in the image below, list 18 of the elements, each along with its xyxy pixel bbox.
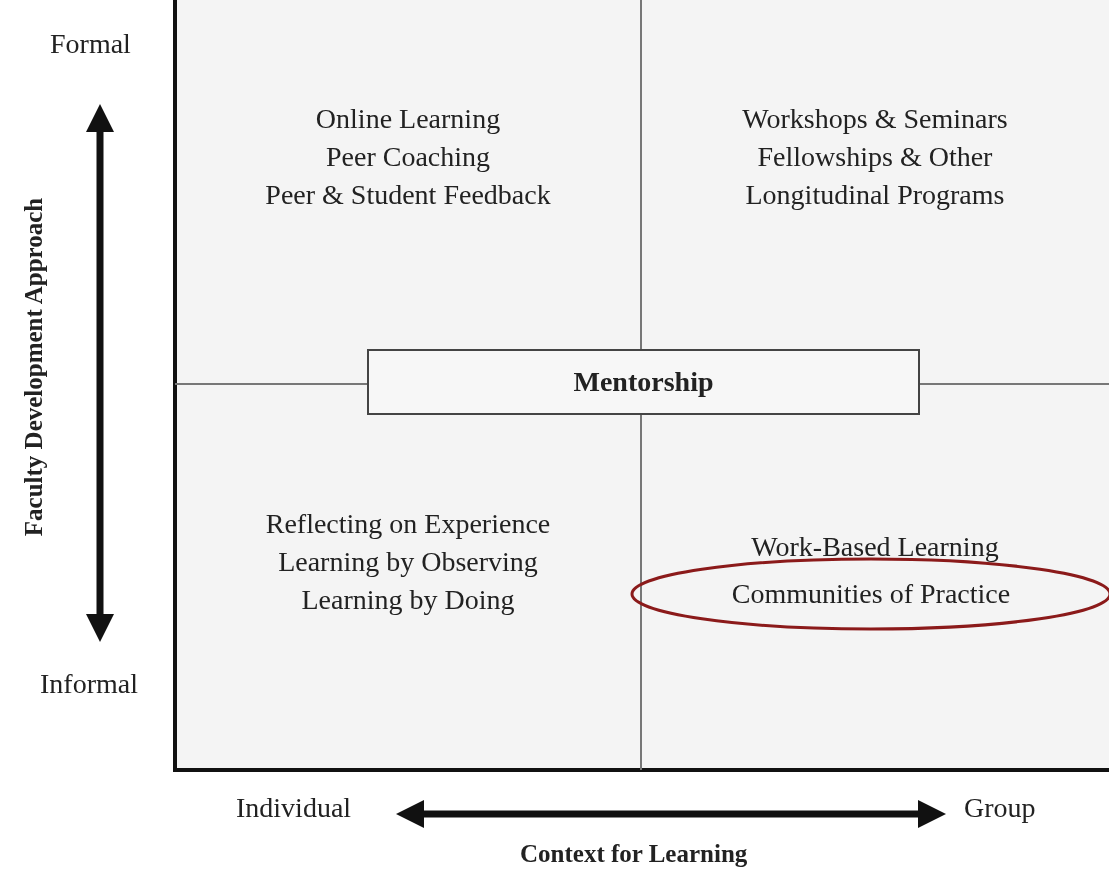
box-label: Mentorship <box>573 365 714 399</box>
list-item: Learning by Observing <box>278 545 538 579</box>
list-item: Work-Based Learning <box>751 530 999 564</box>
list-item: Workshops & Seminars <box>742 102 1008 136</box>
list-item: Reflecting on Experience <box>265 507 551 541</box>
list-item: Peer Coaching <box>325 140 491 174</box>
list-item: Fellowships & Other Longitudinal Programs <box>744 140 1006 212</box>
list-item: Online Learning <box>315 102 501 136</box>
axis-end-label: Group <box>964 792 1036 824</box>
axis-end-label: Formal <box>50 28 131 60</box>
list-item: Communities of Practice <box>731 577 1011 611</box>
axis-title: Context for Learning <box>520 840 748 868</box>
axis-end-label: Individual <box>236 792 352 824</box>
list-item: Peer & Student Feedback <box>265 178 551 212</box>
mentorship-box <box>367 349 920 415</box>
list-item: Learning by Doing <box>301 583 515 617</box>
axis-end-label: Informal <box>40 668 138 700</box>
axis-title: Faculty Development Approach <box>20 197 48 537</box>
